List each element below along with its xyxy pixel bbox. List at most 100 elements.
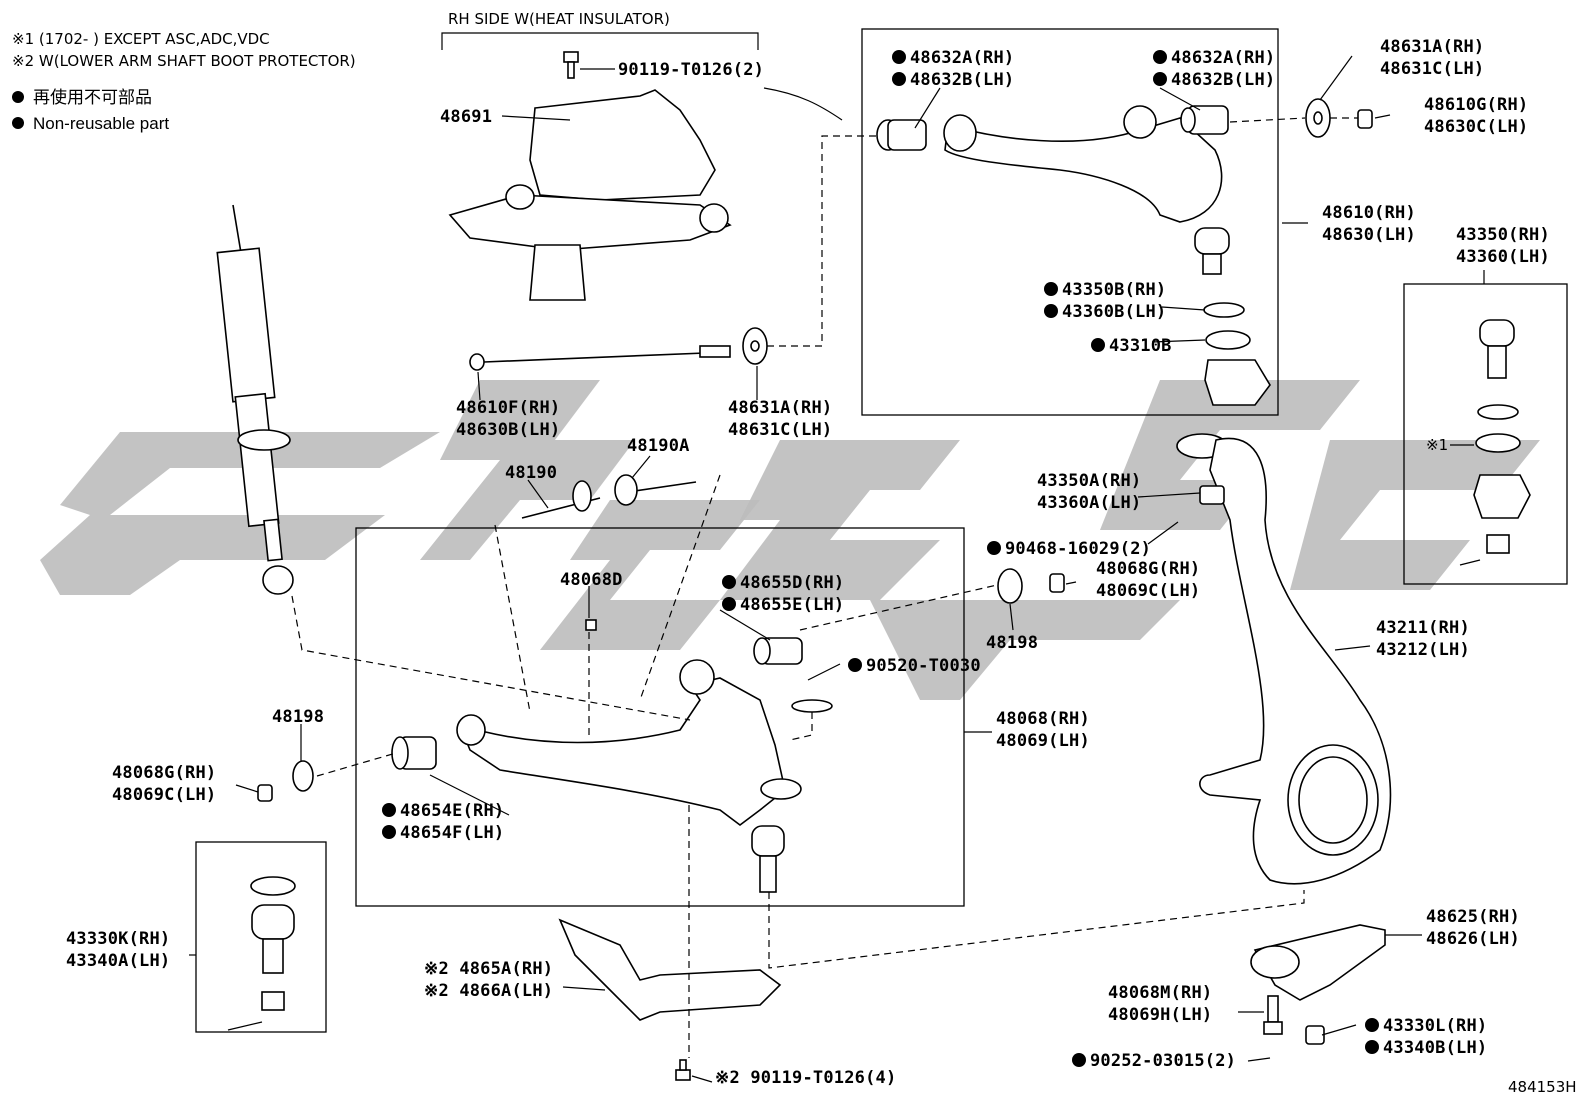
label-48631c-lh-mid: 48631C(LH) (728, 420, 832, 440)
note-shaft-boot-protector: ※2 W(LOWER ARM SHAFT BOOT PROTECTOR) (12, 52, 356, 70)
label-48654e-rh: 48654E(RH) (400, 801, 504, 821)
label-48632b-lh-left: 48632B(LH) (910, 70, 1014, 90)
boot-protector-part (558, 918, 782, 1021)
bump-stop-part (529, 244, 586, 301)
washer-hole (750, 340, 760, 352)
lower-ball-joint-detail-box (195, 841, 327, 1033)
bushing-part (699, 203, 729, 233)
label-48198-left: 48198 (272, 707, 324, 727)
nut-icon (1049, 573, 1065, 593)
label-48068g-rh-right: 48068G(RH) (1096, 559, 1200, 579)
label-48610f-rh: 48610F(RH) (456, 398, 560, 418)
label-48630c-lh: 48630C(LH) (1424, 117, 1528, 137)
label-48198-right: 48198 (986, 633, 1038, 653)
label-48068m-rh: 48068M(RH) (1108, 983, 1212, 1003)
label-43350-rh: 43350(RH) (1456, 225, 1550, 245)
shock-absorber-part (216, 204, 294, 595)
label-48631c-lh-top: 48631C(LH) (1380, 59, 1484, 79)
heat-insulator-bracket (441, 32, 759, 50)
label-48068g-rh-left: 48068G(RH) (112, 763, 216, 783)
upper-arm-detail-box (861, 28, 1279, 416)
part-number-labels: 90119-T0126(2) 48691 48632A(RH) 48632B(L… (66, 37, 1550, 1088)
lower-bushing-part (753, 637, 803, 665)
bolt-icon (1263, 995, 1283, 1035)
label-43330k-rh: 43330K(RH) (66, 929, 170, 949)
label-43340b-lh: 43340B(LH) (1383, 1038, 1487, 1058)
label-48069-lh: 48069(LH) (996, 731, 1090, 751)
stopper-part (585, 619, 597, 631)
note-except-asc: ※1 (1702- ) EXCEPT ASC,ADC,VDC (12, 30, 270, 48)
washer-hole (1313, 111, 1323, 125)
label-48655e-lh: 48655E(LH) (740, 595, 844, 615)
front-bushing-part (391, 736, 437, 770)
label-90119-t0126-2: 90119-T0126(2) (618, 60, 764, 80)
label-90468-16029: 90468-16029(2) (1005, 539, 1151, 559)
label-48610g-rh: 48610G(RH) (1424, 95, 1528, 115)
legend-non-reusable: Non-reusable part (33, 114, 169, 133)
label-48631a-rh-mid: 48631A(RH) (728, 398, 832, 418)
label-48631a-rh-top: 48631A(RH) (1380, 37, 1484, 57)
lower-arm-detail-box (355, 527, 965, 907)
lower-ball-joint-part (751, 825, 785, 893)
label-48069c-lh-right: 48069C(LH) (1096, 581, 1200, 601)
label-48626-lh: 48626(LH) (1426, 929, 1520, 949)
non-reusable-dot-icon (12, 117, 24, 129)
label-48069c-lh-left: 48069C(LH) (112, 785, 216, 805)
cam-washer-part (997, 568, 1023, 604)
label-48655d-rh: 48655D(RH) (740, 573, 844, 593)
bushing-part (505, 184, 535, 210)
label-43360-lh: 43360(LH) (1456, 247, 1550, 267)
label-48691: 48691 (440, 107, 492, 127)
cam-bolt-part (521, 474, 697, 519)
nut-icon (1357, 109, 1373, 129)
label-90252-03015: 90252-03015(2) (1090, 1051, 1236, 1071)
label-43350b-rh: 43350B(RH) (1062, 280, 1166, 300)
watermark (40, 380, 1540, 700)
heat-insulator-caption: RH SIDE W(HEAT INSULATOR) (448, 10, 670, 28)
replacement-ball-joint-part (1459, 319, 1531, 566)
label-note1-mark: ※1 (1426, 436, 1448, 454)
legend-japanese: 再使用不可部品 (33, 87, 152, 107)
label-48625-rh: 48625(RH) (1426, 907, 1520, 927)
label-43212-lh: 43212(LH) (1376, 640, 1470, 660)
upper-ball-joint-part (1194, 227, 1271, 406)
non-reusable-markers (382, 50, 1379, 1067)
label-48190: 48190 (505, 463, 557, 483)
upper-control-arm-part (876, 105, 1229, 223)
heat-insulator-part (529, 89, 716, 201)
dashed-assembly-lines (291, 117, 1358, 1058)
label-43310b: 43310B (1109, 336, 1172, 356)
leader-lines (189, 55, 1485, 1083)
label-48632b-lh-right: 48632B(LH) (1171, 70, 1275, 90)
nut-icon (257, 784, 273, 802)
label-43340a-lh: 43340A(LH) (66, 951, 170, 971)
label-48632a-rh-left: 48632A(RH) (910, 48, 1014, 68)
label-90520-t0030: 90520-T0030 (866, 656, 981, 676)
non-reusable-dot-icon (12, 91, 24, 103)
label-48068-rh: 48068(RH) (996, 709, 1090, 729)
label-48068d: 48068D (560, 570, 623, 590)
long-bolt-part (469, 345, 731, 371)
label-48610-rh: 48610(RH) (1322, 203, 1416, 223)
label-43330l-rh: 43330L(RH) (1383, 1016, 1487, 1036)
steering-knuckle-part (1176, 433, 1392, 885)
ball-joint-detail-box (1403, 283, 1568, 585)
label-48069h-lh: 48069H(LH) (1108, 1005, 1212, 1025)
label-43360a-lh: 43360A(LH) (1037, 493, 1141, 513)
label-4866a-lh: ※2 4866A(LH) (424, 981, 553, 1001)
label-43211-rh: 43211(RH) (1376, 618, 1470, 638)
lower-control-arm-part (456, 659, 802, 826)
cam-washer-part (292, 760, 314, 792)
figure-id: 484153H (1508, 1078, 1577, 1096)
label-48632a-rh-right: 48632A(RH) (1171, 48, 1275, 68)
snap-ring-part (791, 699, 833, 713)
bolt-icon (563, 51, 579, 79)
label-43350a-rh: 43350A(RH) (1037, 471, 1141, 491)
knuckle-arm-part (1250, 924, 1386, 1001)
label-90119-t0126-4: ※2 90119-T0126(4) (715, 1068, 896, 1088)
label-48630-lh: 48630(LH) (1322, 225, 1416, 245)
label-43360b-lh: 43360B(LH) (1062, 302, 1166, 322)
bolt-icon (675, 1059, 691, 1081)
nut-icon (1305, 1025, 1325, 1045)
